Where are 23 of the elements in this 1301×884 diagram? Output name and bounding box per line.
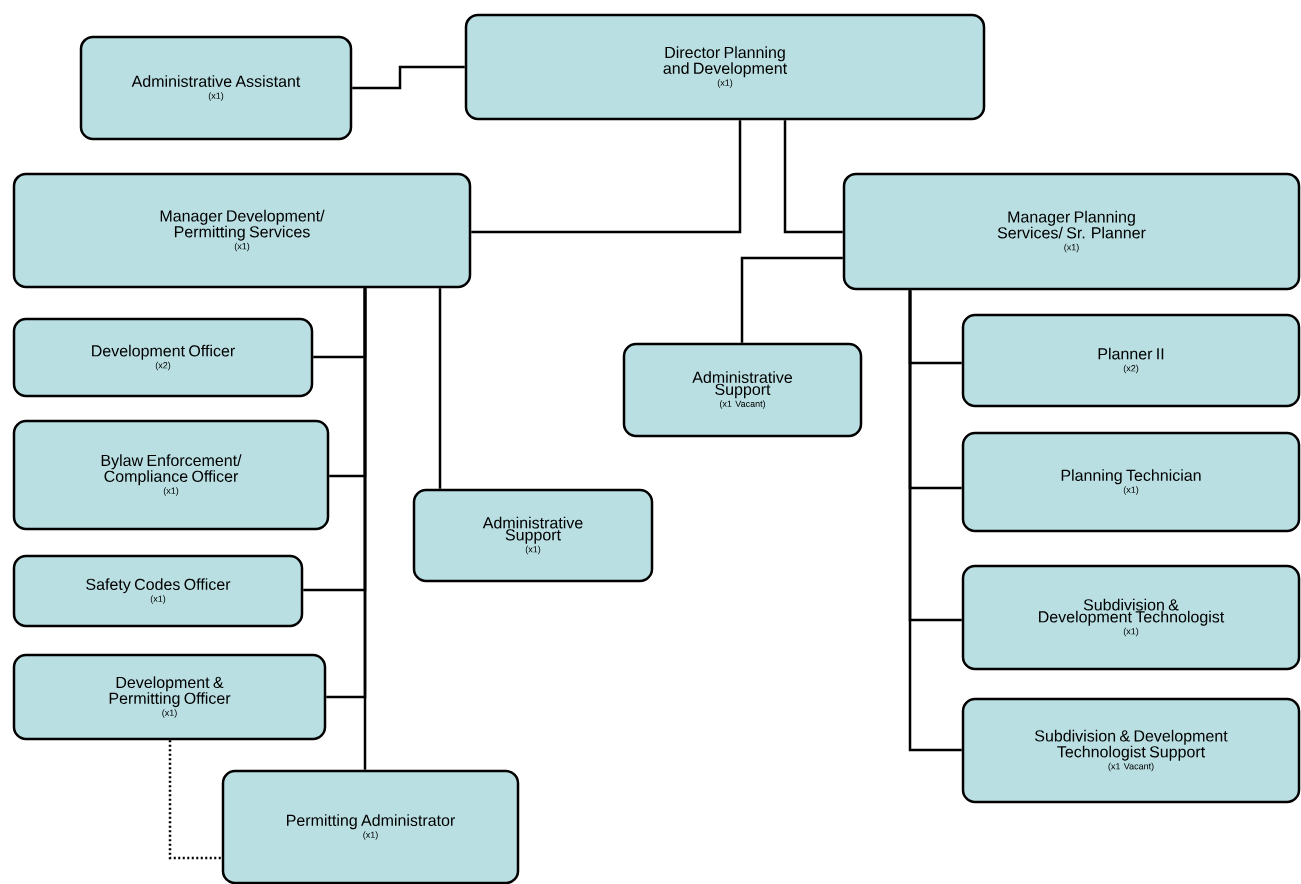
- position-box: Director Planning and Development (x1): [464, 13, 986, 121]
- position-box: Manager Planning Services/ Sr. Planner (x1): [842, 172, 1301, 291]
- connector-line: [352, 65, 465, 90]
- connector-line: [438, 288, 442, 489]
- position-box: Subdivision & Development Technologist Support (x1 Vacant): [961, 697, 1301, 804]
- position-box: Development Officer (x2): [12, 317, 314, 398]
- dotted-connector: [168, 740, 222, 860]
- position-box: Bylaw Enforcement/ Compliance Officer (x1): [12, 419, 330, 531]
- connector-line: [783, 120, 843, 234]
- position-box: Development & Permitting Officer (x1): [12, 653, 327, 741]
- position-box: Planning Technician (x1): [961, 431, 1301, 533]
- position-box: Safety Codes Officer (x1): [12, 554, 304, 628]
- position-box: Administrative Assistant (x1): [79, 35, 353, 141]
- position-box: Subdivision & Development Technologist (x1): [961, 564, 1301, 671]
- position-box: Permitting Administrator (x1): [221, 769, 520, 884]
- connector-line: [740, 256, 843, 343]
- connector-line: [363, 288, 367, 770]
- position-box: Planner II (x2): [961, 313, 1301, 408]
- connector-line: [908, 290, 962, 752]
- position-box: Administrative Support (x1): [412, 488, 654, 583]
- connector-line: [471, 120, 742, 234]
- position-box: Manager Development/ Permitting Services (x1): [12, 172, 472, 289]
- position-box: Administrative Support (x1 Vacant): [622, 342, 863, 438]
